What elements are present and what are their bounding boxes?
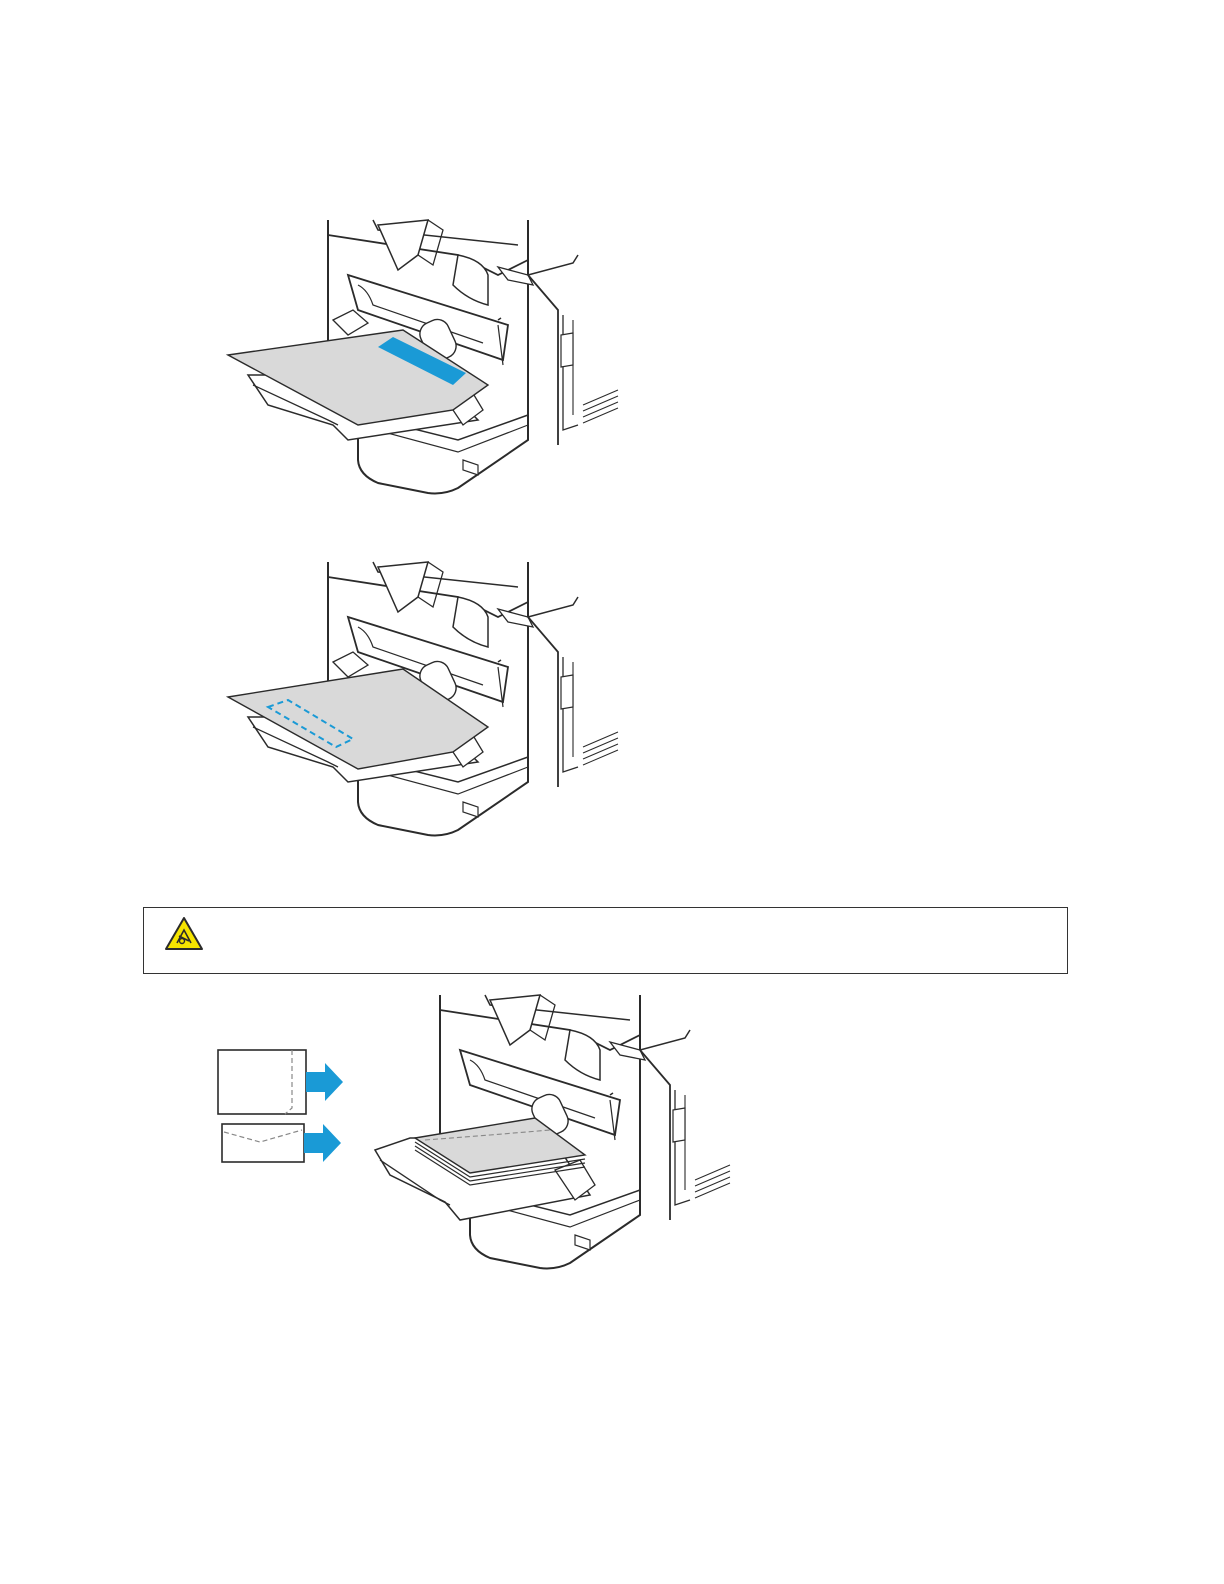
- figure-punched-paper-loading: [218, 557, 638, 842]
- figure-envelope-loading: [210, 990, 750, 1275]
- feed-arrow-icon: [306, 1063, 343, 1101]
- portrait-envelope-icon: [218, 1050, 306, 1114]
- feed-arrow-icon: [304, 1124, 341, 1162]
- pinch-hazard-icon: [164, 916, 204, 957]
- figure-letterhead-loading: [218, 215, 638, 500]
- warning-callout: [143, 907, 1068, 974]
- landscape-envelope-icon: [222, 1124, 304, 1162]
